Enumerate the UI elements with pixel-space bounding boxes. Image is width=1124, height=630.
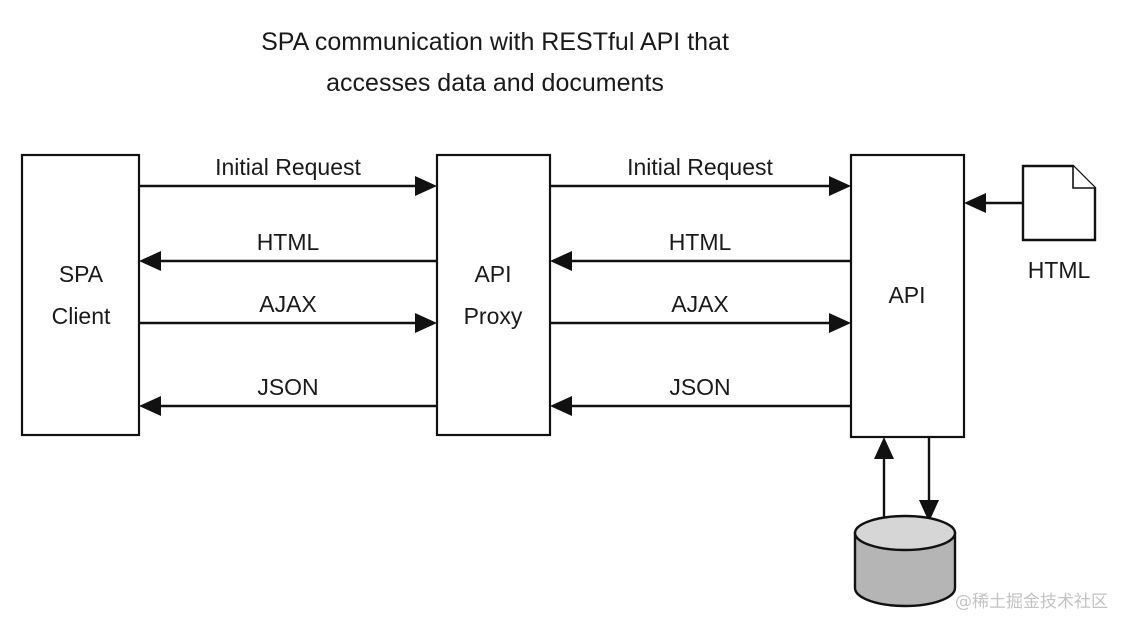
edge-right-json-label: JSON bbox=[669, 374, 730, 400]
api-proxy-label-line-2: Proxy bbox=[464, 303, 523, 329]
api-proxy-box[interactable] bbox=[435, 153, 552, 437]
node-api-proxy[interactable]: API Proxy bbox=[435, 153, 552, 437]
edge-right-ajax: AJAX bbox=[550, 291, 851, 333]
edge-left-ajax-arrowhead bbox=[415, 313, 437, 333]
edge-right-html: HTML bbox=[550, 229, 851, 271]
edge-html-doc-to-api-arrowhead bbox=[964, 193, 986, 213]
edge-left-initial-request: Initial Request bbox=[139, 154, 437, 196]
edge-right-initial-request: Initial Request bbox=[550, 154, 851, 196]
edge-api-to-database bbox=[919, 437, 939, 522]
edge-left-html-label: HTML bbox=[257, 229, 320, 255]
title-line-2: accesses data and documents bbox=[326, 69, 664, 97]
database-cylinder-body[interactable] bbox=[853, 531, 957, 608]
edge-left-html-arrowhead bbox=[139, 251, 161, 271]
edge-database-to-api bbox=[874, 437, 894, 525]
node-database[interactable] bbox=[853, 514, 957, 608]
node-spa-client[interactable]: SPA Client bbox=[20, 153, 141, 437]
edge-right-ajax-arrowhead bbox=[829, 313, 851, 333]
edge-right-html-label: HTML bbox=[669, 229, 732, 255]
spa-client-label-line-1: SPA bbox=[59, 261, 104, 287]
edge-left-initial-request-arrowhead bbox=[415, 176, 437, 196]
edge-database-to-api-arrowhead bbox=[874, 437, 894, 459]
edge-left-html: HTML bbox=[139, 229, 437, 271]
edge-html-doc-to-api bbox=[964, 193, 1023, 213]
edge-api-to-database-arrowhead bbox=[919, 500, 939, 522]
title-line-1: SPA communication with RESTful API that bbox=[261, 28, 729, 56]
edge-left-ajax: AJAX bbox=[139, 291, 437, 333]
edge-right-initial-request-arrowhead bbox=[829, 176, 851, 196]
spa-client-box[interactable] bbox=[20, 153, 141, 437]
edge-left-ajax-label: AJAX bbox=[259, 291, 317, 317]
edge-right-ajax-label: AJAX bbox=[671, 291, 729, 317]
api-label: API bbox=[888, 282, 925, 308]
html-document-fold-icon bbox=[1072, 166, 1095, 189]
edge-left-json: JSON bbox=[139, 374, 437, 416]
diagram-title: SPA communication with RESTful API that … bbox=[261, 28, 729, 97]
api-box[interactable] bbox=[849, 153, 966, 439]
node-api[interactable]: API bbox=[849, 153, 966, 439]
edge-left-json-arrowhead bbox=[139, 396, 161, 416]
edge-right-json-arrowhead bbox=[550, 396, 572, 416]
edge-right-html-arrowhead bbox=[550, 251, 572, 271]
html-document-icon[interactable] bbox=[1021, 164, 1097, 242]
edge-right-initial-request-label: Initial Request bbox=[627, 154, 773, 180]
spa-client-label-line-2: Client bbox=[52, 303, 111, 329]
api-proxy-label-line-1: API bbox=[474, 261, 511, 287]
node-html-document[interactable]: HTML bbox=[1021, 164, 1097, 283]
edge-left-initial-request-label: Initial Request bbox=[215, 154, 361, 180]
database-cylinder-top bbox=[853, 514, 957, 552]
edge-right-json: JSON bbox=[550, 374, 851, 416]
html-document-label: HTML bbox=[1028, 257, 1091, 283]
edge-left-json-label: JSON bbox=[257, 374, 318, 400]
watermark-text: @稀土掘金技术社区 bbox=[955, 592, 1108, 612]
